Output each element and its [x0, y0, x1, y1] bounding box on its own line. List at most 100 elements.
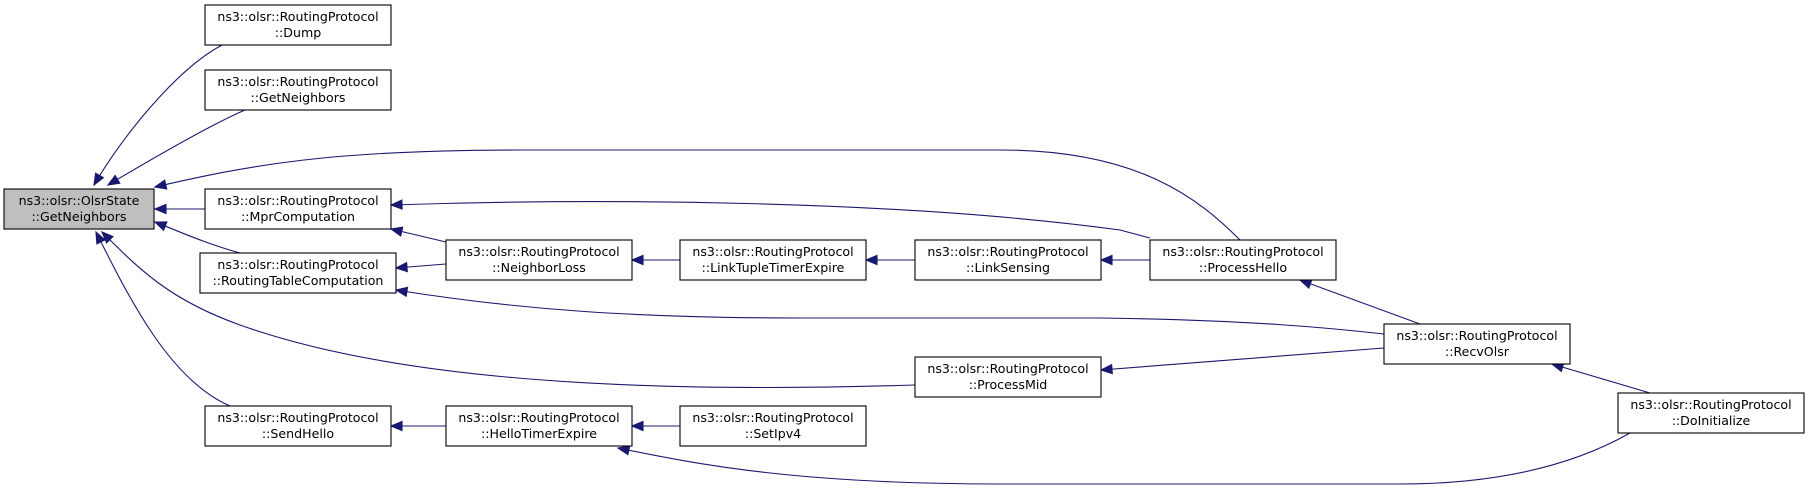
- node-label-line2: ::ProcessHello: [1199, 260, 1287, 275]
- node-linksensing[interactable]: ns3::olsr::RoutingProtocol::LinkSensing: [914, 239, 1102, 281]
- edge-line: [95, 231, 231, 407]
- arrowhead-icon: [153, 203, 167, 215]
- node-label-line2: ::RoutingTableComputation: [213, 273, 384, 288]
- nodes-layer: ns3::olsr::OlsrState::GetNeighborsns3::o…: [3, 4, 1805, 447]
- node-sendhello[interactable]: ns3::olsr::RoutingProtocol::SendHello: [204, 405, 392, 447]
- node-box: [1149, 239, 1337, 281]
- node-label-line2: ::NeighborLoss: [492, 260, 586, 275]
- arrowhead-icon: [95, 230, 106, 245]
- node-setipv4[interactable]: ns3::olsr::RoutingProtocol::SetIpv4: [679, 405, 867, 447]
- node-label-line1: ns3::olsr::RoutingProtocol: [1630, 397, 1791, 412]
- edge-linksensing-to-linktupletimerexpire: [864, 254, 915, 266]
- edge-hellotimerexpire-to-sendhello: [389, 420, 446, 432]
- edge-getneighbors_rp-to-getneighbors_state: [106, 109, 246, 186]
- edge-recvolsr-to-processhello: [1298, 278, 1421, 325]
- node-box: [914, 239, 1102, 281]
- node-label-line1: ns3::olsr::RoutingProtocol: [1396, 328, 1557, 343]
- edge-line: [93, 44, 223, 186]
- arrowhead-icon: [389, 199, 403, 210]
- node-box: [1383, 323, 1571, 365]
- node-recvolsr[interactable]: ns3::olsr::RoutingProtocol::RecvOlsr: [1383, 323, 1571, 365]
- edge-neighborloss-to-mprcomputation: [389, 226, 447, 243]
- node-box: [204, 69, 392, 111]
- node-label-line1: ns3::olsr::RoutingProtocol: [217, 257, 378, 272]
- node-label-line2: ::SendHello: [262, 426, 334, 441]
- node-box: [204, 4, 392, 46]
- edges-layer: [93, 44, 1651, 485]
- node-box: [3, 188, 155, 230]
- edge-processmid-to-getneighbors_state: [100, 230, 916, 389]
- node-label-line2: ::DoInitialize: [1672, 413, 1751, 428]
- edge-recvolsr-to-routingtablecomputation: [394, 286, 1385, 335]
- edge-line: [101, 231, 916, 389]
- node-label-line1: ns3::olsr::RoutingProtocol: [217, 193, 378, 208]
- edge-line: [390, 201, 1151, 239]
- edge-line: [107, 109, 246, 186]
- node-label-line1: ns3::olsr::OlsrState: [19, 193, 140, 208]
- edge-processhello-to-linksensing: [1099, 254, 1150, 266]
- node-box: [914, 356, 1102, 398]
- node-label-line1: ns3::olsr::RoutingProtocol: [217, 410, 378, 425]
- edge-recvolsr-to-processmid: [1099, 347, 1385, 375]
- arrowhead-icon: [153, 179, 168, 190]
- edge-dump-to-getneighbors_state: [93, 44, 223, 187]
- node-label-line2: ::RecvOlsr: [1445, 344, 1510, 359]
- arrowhead-icon: [106, 174, 121, 186]
- node-processmid[interactable]: ns3::olsr::RoutingProtocol::ProcessMid: [914, 356, 1102, 398]
- edge-doinitialize-to-hellotimerexpire: [616, 432, 1631, 485]
- node-box: [445, 239, 633, 281]
- node-label-line2: ::LinkTupleTimerExpire: [702, 260, 845, 275]
- node-box: [679, 405, 867, 447]
- node-neighborloss[interactable]: ns3::olsr::RoutingProtocol::NeighborLoss: [445, 239, 633, 281]
- arrowhead-icon: [93, 172, 105, 187]
- node-routingtablecomputation[interactable]: ns3::olsr::RoutingProtocol::RoutingTable…: [199, 252, 397, 294]
- arrowhead-icon: [616, 445, 631, 456]
- edge-mprcomputation-to-getneighbors_state: [153, 203, 205, 215]
- node-label-line1: ns3::olsr::RoutingProtocol: [458, 244, 619, 259]
- arrowhead-icon: [389, 226, 404, 237]
- node-box: [204, 188, 392, 230]
- node-label-line1: ns3::olsr::RoutingProtocol: [927, 244, 1088, 259]
- arrowhead-icon: [153, 221, 168, 232]
- node-hellotimerexpire[interactable]: ns3::olsr::RoutingProtocol::HelloTimerEx…: [445, 405, 633, 447]
- arrowhead-icon: [1099, 254, 1113, 266]
- edge-sendhello-to-getneighbors_state: [95, 230, 231, 407]
- node-label-line1: ns3::olsr::RoutingProtocol: [692, 244, 853, 259]
- node-box: [199, 252, 397, 294]
- arrowhead-icon: [394, 261, 408, 273]
- node-linktupletimerexpire[interactable]: ns3::olsr::RoutingProtocol::LinkTupleTim…: [679, 239, 867, 281]
- node-label-line1: ns3::olsr::RoutingProtocol: [927, 361, 1088, 376]
- edge-line: [1299, 279, 1421, 325]
- edge-neighborloss-to-routingtablecomputation: [394, 261, 447, 273]
- arrowhead-icon: [630, 254, 644, 266]
- arrowhead-icon: [100, 230, 114, 244]
- node-label-line1: ns3::olsr::RoutingProtocol: [692, 410, 853, 425]
- arrowhead-icon: [394, 286, 409, 298]
- node-label-line2: ::Dump: [275, 25, 321, 40]
- node-label-line2: ::LinkSensing: [966, 260, 1050, 275]
- node-label-line2: ::GetNeighbors: [31, 209, 126, 224]
- node-getneighbors_rp[interactable]: ns3::olsr::RoutingProtocol::GetNeighbors: [204, 69, 392, 111]
- edge-line: [395, 289, 1385, 335]
- edge-line: [1100, 347, 1385, 371]
- node-dump[interactable]: ns3::olsr::RoutingProtocol::Dump: [204, 4, 392, 46]
- node-doinitialize[interactable]: ns3::olsr::RoutingProtocol::DoInitialize: [1617, 392, 1805, 434]
- edge-processhello-to-mprcomputation: [389, 199, 1151, 239]
- edge-line: [617, 432, 1631, 485]
- edge-doinitialize-to-recvolsr: [1550, 362, 1651, 394]
- edge-line: [154, 149, 1241, 241]
- node-label-line2: ::HelloTimerExpire: [481, 426, 597, 441]
- edge-line: [1551, 363, 1651, 394]
- node-mprcomputation[interactable]: ns3::olsr::RoutingProtocol::MprComputati…: [204, 188, 392, 230]
- node-processhello[interactable]: ns3::olsr::RoutingProtocol::ProcessHello: [1149, 239, 1337, 281]
- node-label-line2: ::GetNeighbors: [250, 90, 345, 105]
- node-box: [679, 239, 867, 281]
- edge-processhello-to-getneighbors_state: [153, 149, 1241, 241]
- node-box: [204, 405, 392, 447]
- node-label-line2: ::MprComputation: [241, 209, 355, 224]
- node-getneighbors_state[interactable]: ns3::olsr::OlsrState::GetNeighbors: [3, 188, 155, 230]
- edge-routingtablecomputation-to-getneighbors_state: [153, 221, 241, 254]
- edge-linktupletimerexpire-to-neighborloss: [630, 254, 680, 266]
